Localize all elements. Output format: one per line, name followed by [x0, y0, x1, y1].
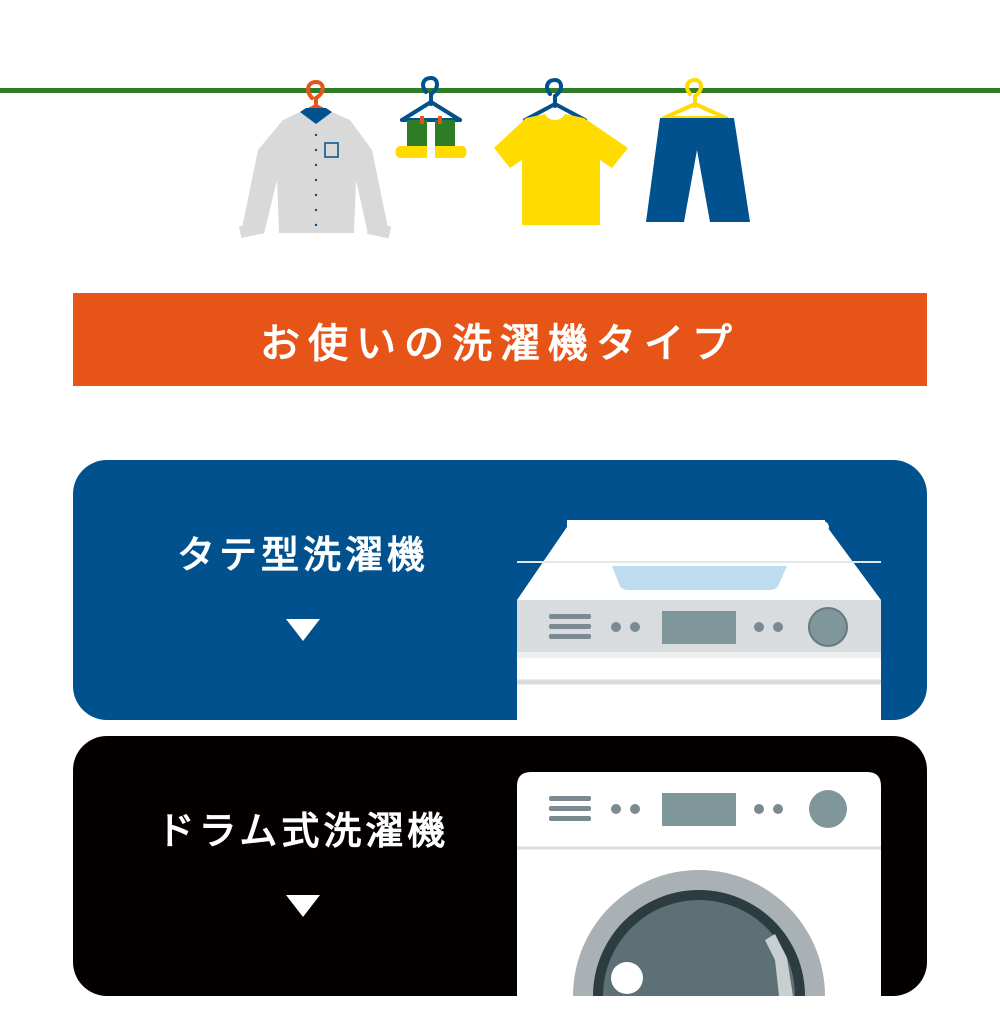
- title-banner: お使いの洗濯機タイプ: [73, 293, 927, 386]
- shirt-icon: [238, 108, 391, 239]
- arrow-down-icon: [286, 618, 320, 641]
- drum-washer-card[interactable]: ドラム式洗濯機: [73, 736, 927, 996]
- hanger-icon: [662, 77, 728, 120]
- top-loading-washer-card[interactable]: タテ型洗濯機: [73, 460, 927, 720]
- pants-icon: [646, 118, 750, 222]
- tshirt-icon: [494, 114, 628, 225]
- socks-icon: [395, 116, 467, 158]
- arrow-down-icon: [286, 894, 320, 917]
- hanger-icon: [400, 75, 462, 122]
- banner-title: お使いの洗濯機タイプ: [260, 320, 740, 367]
- washing-machine-top-icon: [517, 520, 881, 720]
- clothesline: [0, 88, 1000, 93]
- washing-machine-drum-icon: [517, 772, 881, 996]
- card-label-drum: ドラム式洗濯機: [156, 808, 450, 853]
- clothesline-illustration: [0, 75, 1000, 239]
- card-label-top-loading: タテ型洗濯機: [176, 532, 429, 577]
- hanger-icon: [523, 77, 587, 122]
